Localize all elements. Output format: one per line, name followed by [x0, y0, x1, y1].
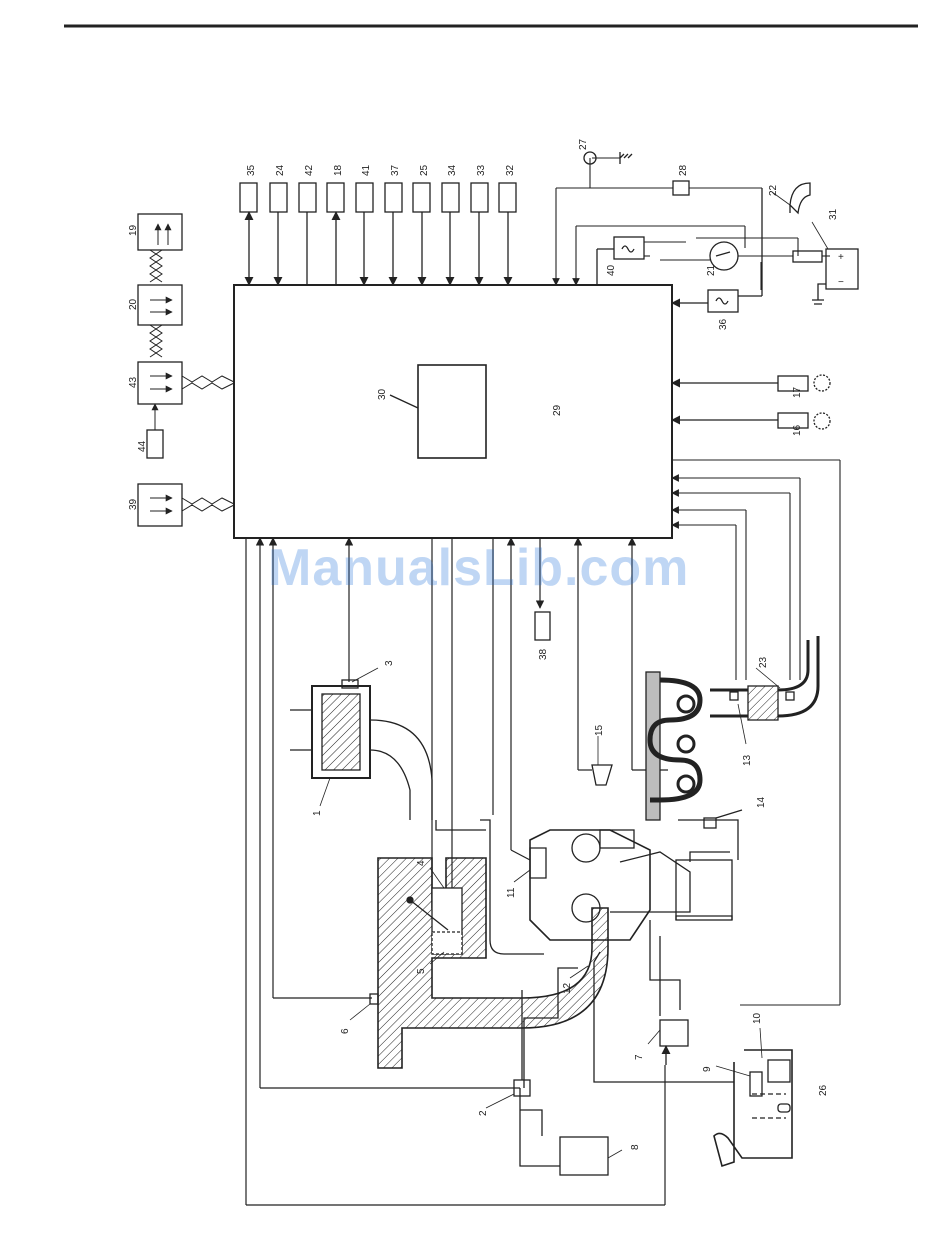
label-24: 24 — [275, 164, 286, 176]
ecm-inner-box-30 — [418, 365, 486, 458]
battery-31: + − — [812, 249, 858, 304]
label-19: 19 — [128, 224, 139, 236]
box-18 — [327, 183, 344, 212]
label-6: 6 — [340, 1028, 351, 1034]
box-32 — [499, 183, 516, 212]
label-43: 43 — [128, 376, 139, 388]
label-9: 9 — [702, 1066, 713, 1072]
label-10: 10 — [752, 1012, 763, 1024]
box-34 — [442, 183, 459, 212]
battery-plus: + — [838, 252, 844, 263]
label-42: 42 — [304, 164, 315, 176]
label-18: 18 — [333, 164, 344, 176]
label-44: 44 — [137, 440, 148, 452]
canister-line — [520, 1088, 560, 1166]
top-row-lines — [249, 212, 508, 285]
leader-14 — [716, 810, 742, 818]
label-35: 35 — [246, 164, 257, 176]
fuel-tank — [714, 1050, 792, 1166]
label-21: 21 — [706, 264, 717, 276]
box-24 — [270, 183, 287, 212]
air-cleaner-1 — [290, 680, 432, 820]
box-37 — [385, 183, 402, 212]
label-30: 30 — [377, 388, 388, 400]
valve-7 — [660, 1020, 688, 1065]
box-42 — [299, 183, 316, 212]
label-16: 16 — [792, 424, 803, 436]
relay-40 — [597, 237, 644, 285]
can-bus-twisted-pairs — [150, 250, 234, 511]
fuse-28 — [673, 181, 689, 195]
label-2: 2 — [478, 1110, 489, 1116]
label-7: 7 — [634, 1054, 645, 1060]
label-28: 28 — [678, 164, 689, 176]
label-8: 8 — [630, 1144, 641, 1150]
label-37: 37 — [390, 164, 401, 176]
sensor-17 — [672, 375, 830, 391]
box-35 — [240, 183, 257, 212]
label-26: 26 — [818, 1084, 829, 1096]
module-39 — [138, 484, 182, 526]
label-34: 34 — [447, 164, 458, 176]
label-22: 22 — [768, 184, 779, 196]
label-32: 32 — [505, 164, 516, 176]
label-12: 12 — [562, 982, 573, 994]
label-38: 38 — [538, 648, 549, 660]
ignition-switch-22 — [790, 183, 810, 213]
label-5: 5 — [416, 968, 427, 974]
label-39: 39 — [128, 498, 139, 510]
label-29: 29 — [552, 404, 563, 416]
leader-30 — [390, 395, 418, 408]
module-44 — [147, 430, 163, 458]
label-14: 14 — [756, 796, 767, 808]
label-23: 23 — [758, 656, 769, 668]
sensor-15 — [592, 765, 612, 785]
relay-36 — [672, 188, 762, 312]
module-19 — [138, 214, 182, 250]
sensor-16 — [672, 413, 830, 429]
component-38 — [535, 612, 550, 640]
label-40: 40 — [606, 264, 617, 276]
injector-11 — [530, 848, 546, 878]
label-33: 33 — [476, 164, 487, 176]
exhaust-manifold — [646, 636, 818, 820]
label-11: 11 — [506, 887, 517, 898]
ecm-box-29 — [234, 285, 672, 538]
module-43 — [138, 362, 182, 404]
module-20 — [138, 285, 182, 325]
label-3: 3 — [384, 660, 395, 666]
top-row-boxes — [240, 183, 516, 212]
canister-8 — [560, 1137, 608, 1175]
label-25: 25 — [419, 164, 430, 176]
intake-manifold — [370, 820, 608, 1068]
label-15: 15 — [594, 724, 605, 736]
label-41: 41 — [361, 164, 372, 176]
label-31: 31 — [828, 208, 839, 220]
box-25 — [413, 183, 430, 212]
label-1: 1 — [312, 810, 323, 816]
box-33 — [471, 183, 488, 212]
label-20: 20 — [128, 298, 139, 310]
label-36: 36 — [718, 318, 729, 330]
box-41 — [356, 183, 373, 212]
ground-27 — [620, 152, 632, 164]
label-4: 4 — [416, 860, 427, 866]
label-27: 27 — [578, 138, 589, 150]
ecm-right-lines — [672, 460, 840, 1005]
fuse-box — [793, 251, 822, 262]
battery-minus: − — [838, 277, 844, 288]
label-17: 17 — [792, 386, 803, 398]
label-13: 13 — [742, 754, 753, 766]
